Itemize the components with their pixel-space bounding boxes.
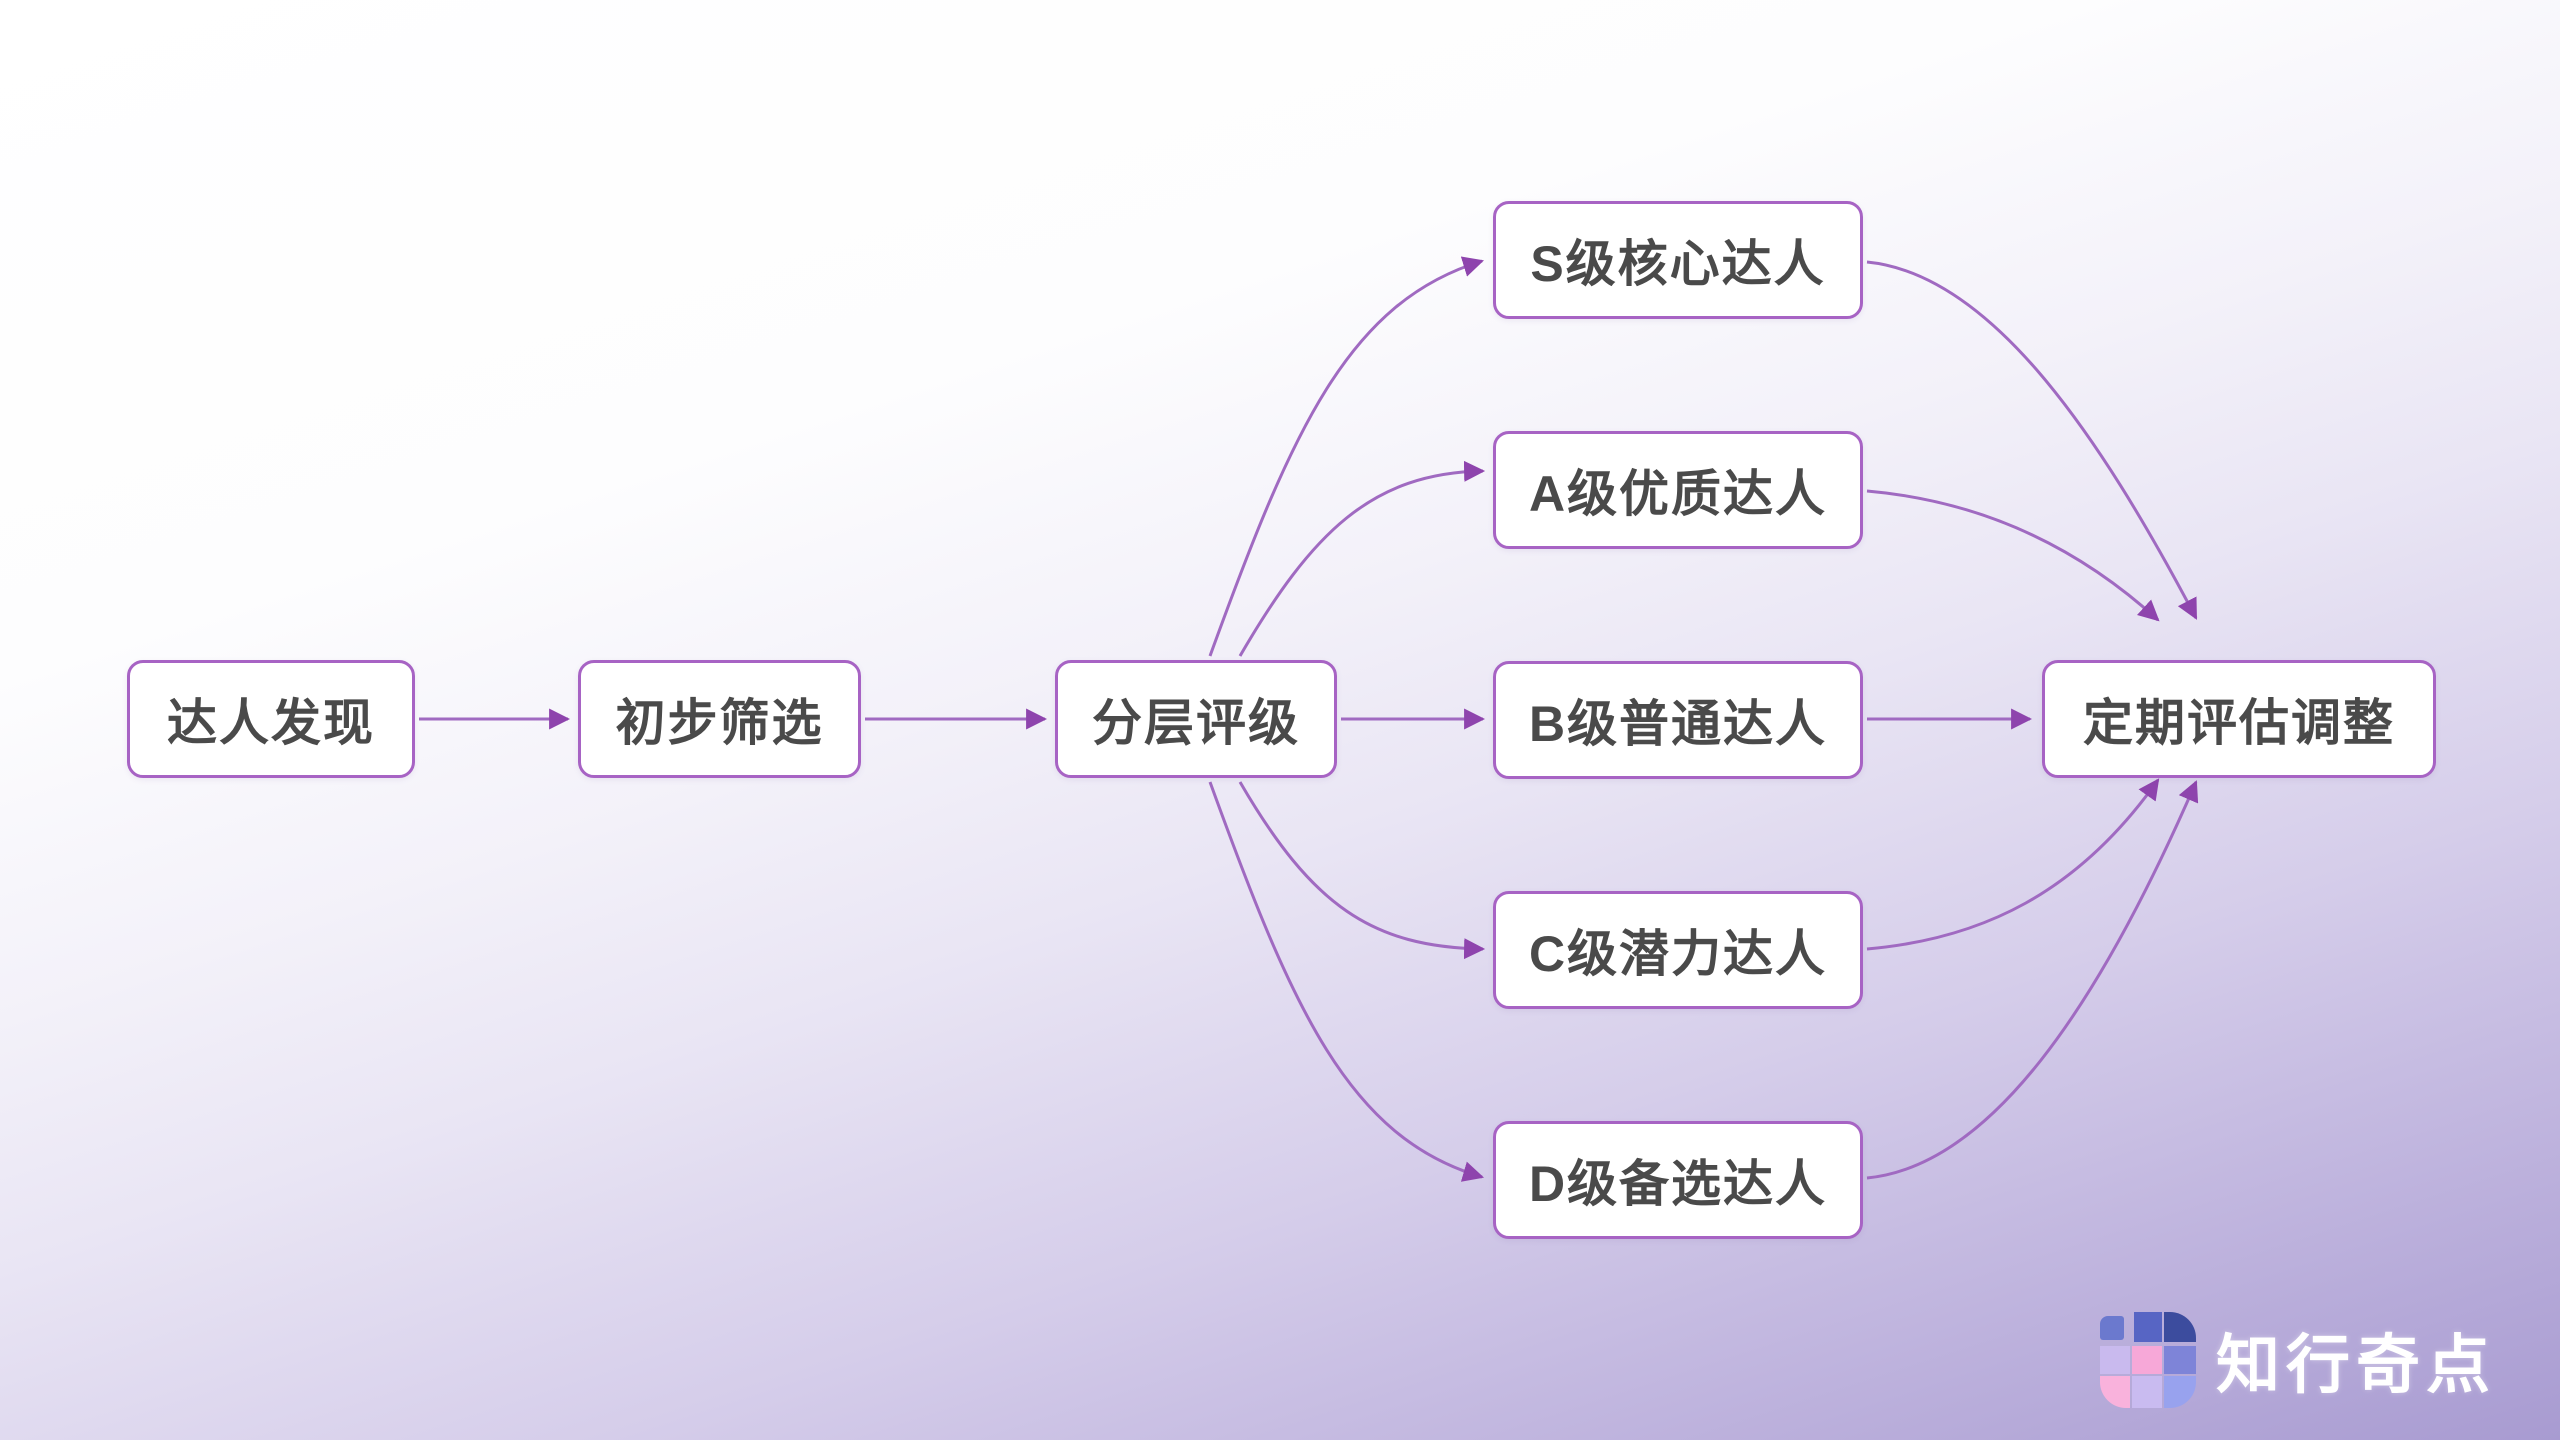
flow-edge-tier_a-review	[1866, 489, 2160, 622]
flow-node-screening: 初步筛选	[578, 660, 861, 778]
brand-logo-icon-cell	[2132, 1376, 2162, 1408]
brand-logo-icon-cell	[2100, 1346, 2130, 1374]
flow-node-tier_b: B级普通达人	[1493, 661, 1863, 779]
brand-logo-icon-cell	[2132, 1346, 2162, 1374]
brand-logo-icon-cell	[2134, 1312, 2162, 1342]
flow-edge-rating-tier_s	[1208, 256, 1485, 657]
brand-logo-icon-cell	[2164, 1312, 2196, 1342]
flow-edge-tier_d-review	[1866, 780, 2199, 1180]
flow-edge-tier_c-review	[1866, 778, 2160, 951]
flow-edge-rating-tier_a	[1238, 460, 1486, 657]
flow-edge-rating-tier_c	[1238, 781, 1486, 960]
flow-node-tier_d: D级备选达人	[1493, 1121, 1863, 1239]
edges-group	[419, 256, 2199, 1182]
flow-node-tier_a: A级优质达人	[1493, 431, 1863, 549]
brand-logo-icon-cell	[2164, 1376, 2196, 1408]
brand-logo-icon-cell	[2100, 1316, 2124, 1340]
flow-edge-rating-tier_d	[1208, 781, 1485, 1182]
flow-node-tier_s: S级核心达人	[1493, 201, 1863, 319]
brand-logo-icon-cell	[2164, 1346, 2196, 1374]
brand-logo: 知行奇点	[2100, 1310, 2496, 1410]
flow-edge-tier_s-review	[1866, 260, 2198, 620]
flow-node-rating: 分层评级	[1055, 660, 1337, 778]
brand-logo-icon-cell	[2100, 1376, 2130, 1408]
flow-node-review: 定期评估调整	[2042, 660, 2436, 778]
brand-logo-icon	[2100, 1312, 2196, 1408]
flow-node-tier_c: C级潜力达人	[1493, 891, 1863, 1009]
brand-logo-text: 知行奇点	[2216, 1329, 2496, 1401]
flow-node-discovery: 达人发现	[127, 660, 415, 778]
